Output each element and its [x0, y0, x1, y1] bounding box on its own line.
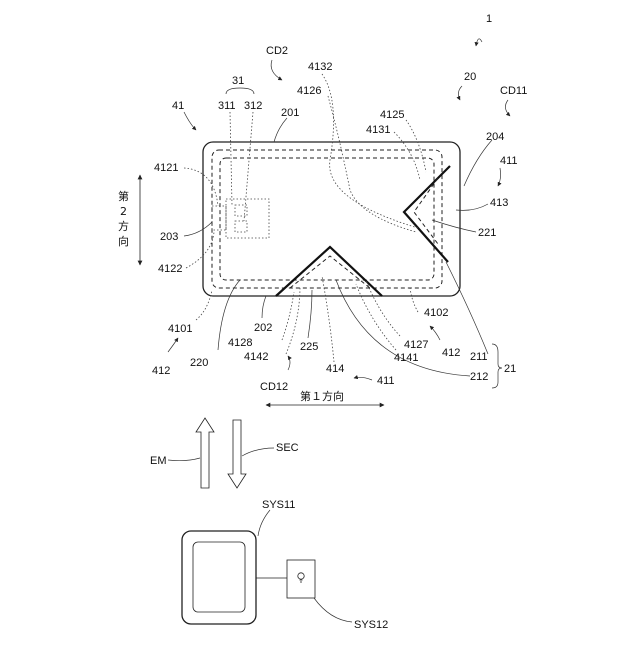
leader-sec — [242, 448, 274, 456]
label-4142: 4142 — [244, 351, 268, 363]
dir2-char-4: 向 — [118, 234, 129, 248]
label-4127: 4127 — [404, 339, 428, 351]
right-notch-outer — [404, 166, 450, 262]
bottom-notch-outer — [276, 247, 382, 296]
label-203: 203 — [160, 231, 178, 243]
dir2-char-1: 第 — [118, 189, 129, 203]
label-311: 311 — [218, 100, 236, 112]
leader-lines — [168, 39, 510, 388]
leader-4141 — [356, 284, 396, 350]
label-412a: 412 — [152, 365, 170, 377]
dir2-char-2: 2 — [120, 205, 127, 218]
leader-413 — [456, 204, 488, 210]
label-1: 1 — [486, 13, 492, 25]
label-cd11: CD11 — [500, 85, 527, 97]
chip-module — [226, 199, 269, 238]
label-31: 31 — [232, 75, 244, 87]
label-em: EM — [150, 455, 167, 467]
sys11-screen — [193, 542, 245, 612]
label-41: 41 — [172, 100, 184, 112]
leader-411a — [498, 168, 501, 186]
leader-sys11 — [258, 510, 270, 536]
label-sec: SEC — [276, 442, 299, 454]
leader-4122 — [186, 232, 214, 268]
leader-414 — [322, 276, 334, 362]
label-4132: 4132 — [308, 61, 332, 73]
label-225: 225 — [300, 341, 318, 353]
leader-4125 — [406, 120, 426, 172]
leader-225 — [308, 290, 312, 338]
label-212: 212 — [470, 371, 488, 383]
label-414: 414 — [326, 363, 344, 375]
label-sys12: SYS12 — [354, 619, 388, 631]
antenna-loop-inner — [220, 158, 434, 280]
leader-203 — [184, 222, 212, 236]
leader-20 — [458, 86, 462, 100]
leader-312 — [244, 112, 253, 221]
label-411a: 411 — [500, 155, 518, 167]
chip-312 — [235, 221, 247, 232]
label-312: 312 — [244, 100, 262, 112]
label-cd12: CD12 — [260, 381, 288, 393]
leader-411b — [354, 377, 372, 380]
label-202: 202 — [254, 322, 272, 334]
dir1-label: 第１方向 — [300, 389, 344, 403]
label-4128: 4128 — [228, 337, 252, 349]
leader-cd11 — [505, 100, 510, 116]
label-211: 211 — [470, 351, 488, 363]
em-arrow — [196, 418, 214, 488]
label-220: 220 — [190, 357, 208, 369]
label-cd2: CD2 — [266, 45, 288, 57]
label-4131: 4131 — [366, 124, 390, 136]
leader-201 — [274, 118, 287, 142]
leader-204 — [464, 140, 492, 186]
card-body — [203, 142, 460, 296]
leader-412a — [168, 338, 178, 352]
label-21: 21 — [504, 363, 516, 375]
brace-31 — [226, 88, 254, 94]
label-411b: 411 — [377, 375, 395, 387]
sec-arrow — [228, 420, 246, 488]
label-412b: 412 — [442, 347, 460, 359]
label-4125: 4125 — [380, 109, 404, 121]
label-221: 221 — [478, 227, 496, 239]
dir2-char-3: 方 — [118, 219, 129, 233]
leader-4128 — [282, 292, 294, 340]
brace-21 — [492, 344, 502, 388]
label-4101: 4101 — [168, 323, 192, 335]
leader-4132 — [322, 74, 418, 228]
label-20: 20 — [464, 71, 476, 83]
antenna-loop-outer — [212, 150, 442, 288]
label-4122: 4122 — [158, 263, 182, 275]
card-outline — [203, 142, 460, 296]
label-4121: 4121 — [154, 162, 178, 174]
connector-203 — [212, 206, 226, 230]
leader-221 — [432, 220, 476, 232]
leader-412b — [430, 326, 440, 340]
leader-sys12 — [314, 598, 352, 622]
leader-4102 — [410, 288, 418, 312]
leader-em — [168, 458, 200, 461]
leader-4101 — [196, 290, 212, 320]
leader-202 — [262, 296, 266, 318]
leader-4121 — [184, 168, 218, 206]
lightbulb-icon — [298, 573, 304, 582]
leader-311 — [230, 112, 232, 205]
leader-cd2 — [271, 60, 282, 80]
leader-1 — [476, 39, 482, 46]
leader-211 — [446, 262, 488, 354]
leader-cd12 — [288, 356, 290, 370]
label-204: 204 — [486, 131, 504, 143]
label-413: 413 — [490, 197, 508, 209]
label-4126: 4126 — [297, 85, 321, 97]
label-201: 201 — [281, 107, 299, 119]
label-4141: 4141 — [394, 352, 418, 364]
label-sys11: SYS11 — [262, 499, 295, 511]
leader-41 — [184, 112, 196, 130]
label-4102: 4102 — [424, 307, 448, 319]
